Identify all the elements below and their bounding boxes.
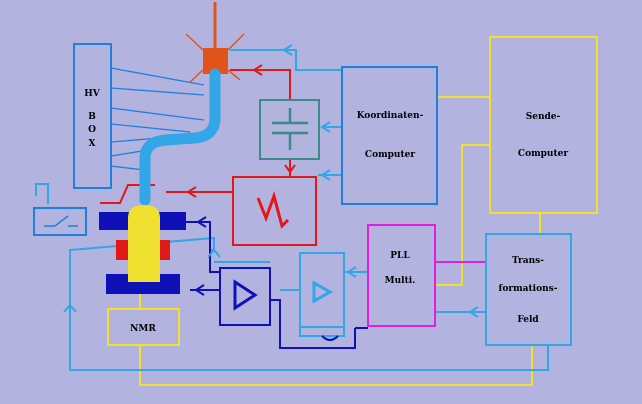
hv-box-label-1: HV	[84, 89, 101, 99]
sende-computer-box: Sende- Computer	[489, 36, 598, 214]
sende-computer-label-1: Sende-	[526, 112, 561, 122]
sample-holder	[128, 205, 160, 282]
amplifier-triangle-icon	[312, 280, 334, 304]
arrowheads	[186, 44, 479, 318]
koordinaten-computer-label-1: Koordinaten-	[357, 111, 424, 121]
pll-multi-label-1: PLL	[390, 251, 410, 261]
sawtooth-icon	[256, 191, 290, 229]
wire-crossing	[321, 335, 339, 341]
switch-icon	[44, 215, 78, 227]
transformations-feld-label-1: Trans-	[512, 256, 544, 266]
koordinaten-computer-label-2: Computer	[365, 150, 415, 160]
hv-box-label-2: B	[88, 112, 96, 122]
transformations-feld-box: Trans- formations- Feld	[485, 233, 572, 346]
hv-box: HV B O X	[73, 43, 112, 189]
hv-box-label-3: O	[88, 125, 96, 135]
hv-fan-lines	[110, 67, 205, 171]
transformations-feld-label-2: formations-	[499, 284, 558, 294]
sende-computer-label-2: Computer	[518, 149, 568, 159]
magnet-assembly	[99, 205, 186, 294]
transformations-feld-label-3: Feld	[517, 315, 539, 325]
nmr-label: NMR	[130, 324, 156, 334]
beam-tube	[139, 68, 221, 206]
amplifier-large-box	[219, 267, 271, 326]
capacitor-icon	[272, 108, 308, 150]
koordinaten-computer-box: Koordinaten- Computer	[341, 66, 438, 205]
sawtooth-generator-box	[232, 176, 317, 246]
pll-multi-box: PLL Multi.	[367, 224, 436, 327]
amplifier-triangle-icon	[233, 279, 258, 311]
amplifier-small-box	[299, 252, 345, 328]
nmr-box: NMR	[107, 308, 180, 346]
switch-box	[33, 207, 87, 236]
capacitor-box	[259, 99, 320, 160]
pll-multi-label-2: Multi.	[385, 276, 416, 286]
hv-box-label-4: X	[89, 139, 96, 149]
